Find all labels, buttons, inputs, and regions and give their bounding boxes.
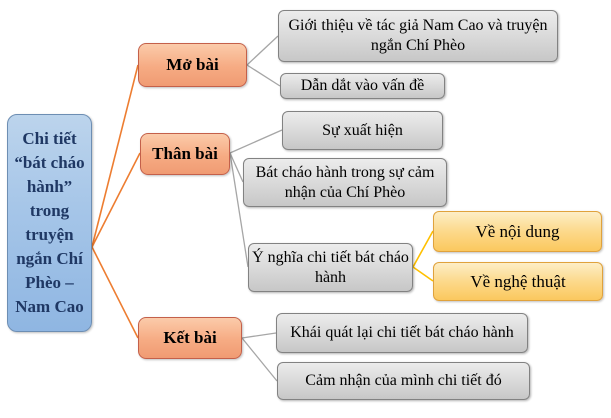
connector-y-nghia-noi-dung — [412, 230, 434, 268]
connector-root-mo-bai — [91, 64, 139, 248]
child-node-su-xuat-hien: Sự xuất hiện — [282, 111, 443, 150]
leaf-node-ve-noi-dung: Về nội dung — [433, 211, 602, 252]
connector-root-than-bai — [91, 152, 141, 248]
connector-than-bai-bat-chao — [229, 152, 244, 183]
child-node-gioi-thieu-tac-gia: Giới thiệu về tác giả Nam Cao và truyện … — [278, 10, 558, 62]
connector-root-ket-bai — [91, 246, 139, 339]
root-node-chi-tiet-bat-chao-hanh: Chi tiết “bát cháo hành” trong truyện ng… — [7, 114, 92, 332]
child-node-khai-quat-lai: Khái quát lại chi tiết bát cháo hành — [276, 313, 528, 353]
connector-y-nghia-nghe-thuat — [412, 266, 434, 282]
connector-mo-bai-dan-dat — [246, 64, 281, 87]
child-node-cam-nhan-cua-minh: Cảm nhận của mình chi tiết đó — [277, 362, 530, 400]
connector-ket-bai-khai-quat — [241, 332, 277, 339]
connector-mo-bai-gioi-thieu — [246, 35, 279, 66]
branch-node-than-bai: Thân bài — [140, 133, 230, 175]
connector-than-bai-y-nghia — [229, 152, 249, 268]
branch-node-ket-bai: Kết bài — [138, 317, 242, 359]
leaf-node-ve-nghe-thuat: Về nghệ thuật — [433, 262, 603, 301]
child-node-dan-dat-van-de: Dẫn dắt vào vấn đề — [280, 73, 445, 99]
connector-than-bai-su-xuat-hien — [229, 129, 283, 154]
child-node-bat-chao-hanh-cam-nhan: Bát cháo hành trong sự cảm nhận của Chí … — [243, 158, 447, 207]
child-node-y-nghia-chi-tiet: Ý nghĩa chi tiết bát cháo hành — [248, 243, 413, 292]
branch-node-mo-bai: Mở bài — [138, 43, 247, 87]
connector-ket-bai-cam-nhan — [241, 337, 278, 382]
